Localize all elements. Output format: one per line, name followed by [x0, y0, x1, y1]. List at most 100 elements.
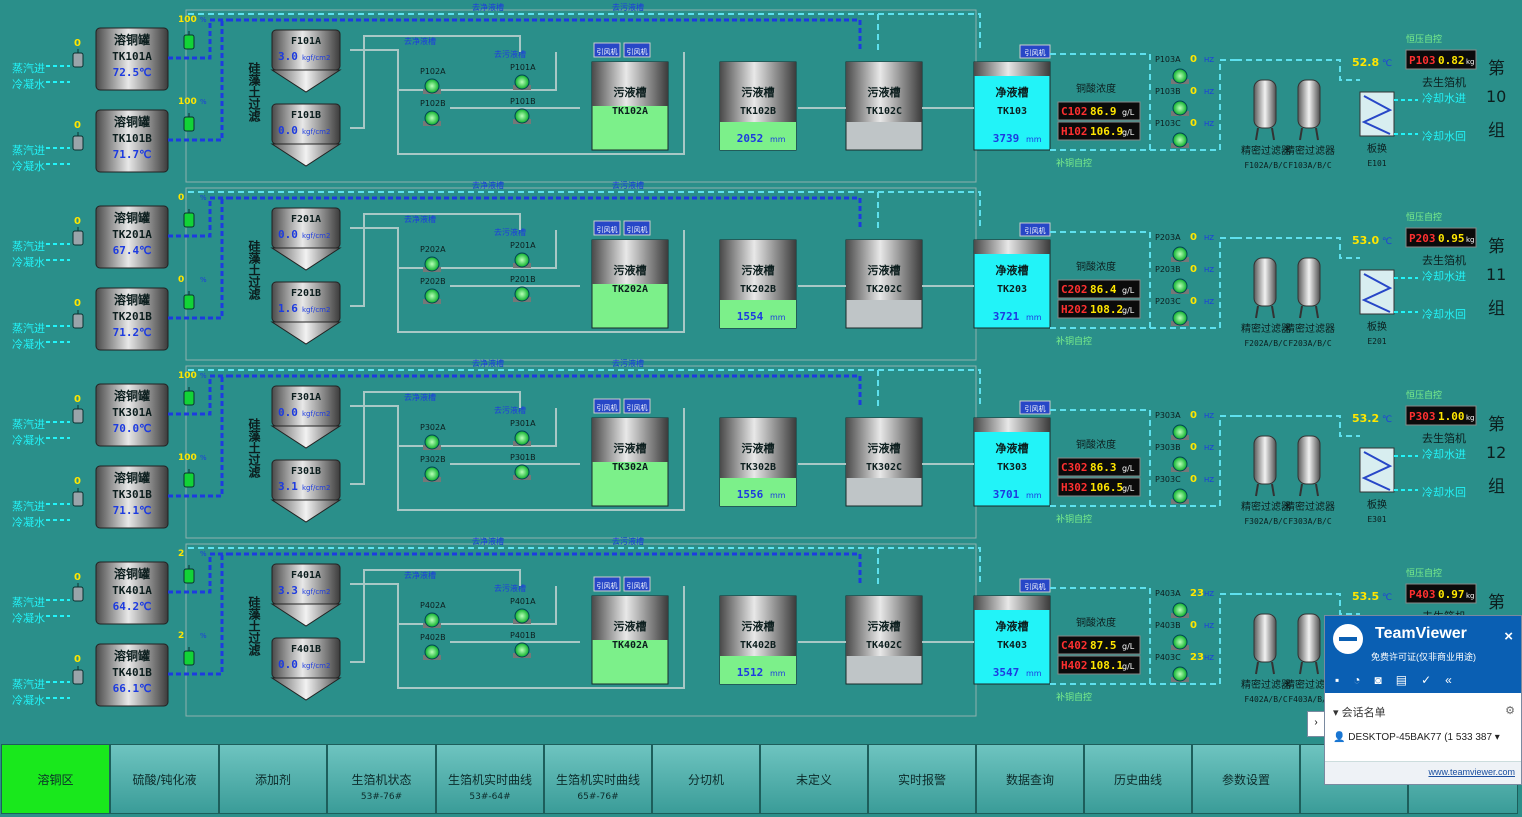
nav-button-8[interactable]: 未定义: [760, 744, 868, 814]
precision-filter-2[interactable]: [1297, 435, 1321, 497]
valve-pct-a[interactable]: [183, 209, 195, 228]
steam-valve-b[interactable]: [72, 132, 84, 151]
clean-tank[interactable]: [973, 61, 1051, 151]
precision-filter-1[interactable]: [1253, 613, 1277, 675]
agitator-icon[interactable]: [593, 398, 621, 414]
steam-valve-b[interactable]: [72, 488, 84, 507]
diatomite-filter-b[interactable]: [270, 637, 342, 701]
dirty-tank-c[interactable]: [845, 239, 923, 329]
steam-valve-a[interactable]: [72, 49, 84, 68]
nav-button-9[interactable]: 实时报警: [868, 744, 976, 814]
precision-filter-2[interactable]: [1297, 79, 1321, 141]
pump-P303B[interactable]: [1171, 456, 1189, 472]
precision-filter-1[interactable]: [1253, 435, 1277, 497]
pump-P103C[interactable]: [1171, 132, 1189, 148]
nav-button-12[interactable]: 参数设置: [1192, 744, 1300, 814]
pump-P103A[interactable]: [1171, 68, 1189, 84]
precision-filter-2[interactable]: [1297, 613, 1321, 675]
agitator-icon[interactable]: [1019, 400, 1051, 415]
file-icon[interactable]: ▤: [1395, 673, 1422, 687]
dirty-tank-a[interactable]: [591, 417, 669, 507]
pump-P402A[interactable]: [423, 612, 441, 628]
agitator-icon[interactable]: [593, 220, 621, 236]
nav-button-2[interactable]: 硫酸/钝化液: [110, 744, 219, 814]
nav-button-1[interactable]: 溶铜区: [1, 744, 110, 814]
pump-P203C[interactable]: [1171, 310, 1189, 326]
steam-valve-b[interactable]: [72, 310, 84, 329]
steam-valve-a[interactable]: [72, 583, 84, 602]
headset-icon[interactable]: ◔: [1353, 673, 1375, 687]
diatomite-filter-a[interactable]: [270, 207, 342, 271]
agitator-icon[interactable]: [1019, 222, 1051, 237]
diatomite-filter-a[interactable]: [270, 29, 342, 93]
dirty-tank-c[interactable]: [845, 61, 923, 151]
pin-icon[interactable]: ✓: [1421, 673, 1446, 687]
precision-filter-1[interactable]: [1253, 79, 1277, 141]
pump-P202B[interactable]: [423, 288, 441, 304]
valve-pct-b[interactable]: [183, 113, 195, 132]
agitator-icon[interactable]: [593, 42, 621, 58]
pump-P203B[interactable]: [1171, 278, 1189, 294]
clean-tank[interactable]: [973, 595, 1051, 685]
valve-pct-b[interactable]: [183, 469, 195, 488]
pump-P201A[interactable]: [513, 252, 531, 268]
pump-P302B[interactable]: [423, 466, 441, 482]
plate-exchanger[interactable]: [1359, 269, 1395, 315]
pump-P302A[interactable]: [423, 434, 441, 450]
valve-pct-a[interactable]: [183, 387, 195, 406]
pump-P401B[interactable]: [513, 642, 531, 658]
pump-P403C[interactable]: [1171, 666, 1189, 682]
diatomite-filter-b[interactable]: [270, 103, 342, 167]
nav-button-10[interactable]: 数据查询: [976, 744, 1084, 814]
precision-filter-2[interactable]: [1297, 257, 1321, 319]
pump-P101A[interactable]: [513, 74, 531, 90]
pump-P102B[interactable]: [423, 110, 441, 126]
pump-P303C[interactable]: [1171, 488, 1189, 504]
nav-button-3[interactable]: 添加剂: [219, 744, 327, 814]
valve-pct-b[interactable]: [183, 291, 195, 310]
pump-P303A[interactable]: [1171, 424, 1189, 440]
dirty-tank-b[interactable]: [719, 417, 797, 507]
collapse-icon[interactable]: «: [1445, 673, 1466, 687]
pump-P301B[interactable]: [513, 464, 531, 480]
teamviewer-link[interactable]: www.teamviewer.com: [1428, 767, 1515, 777]
session-device[interactable]: 👤 DESKTOP-45BAK77 (1 533 387 ▾: [1333, 732, 1500, 743]
clean-tank[interactable]: [973, 417, 1051, 507]
pump-P202A[interactable]: [423, 256, 441, 272]
steam-valve-a[interactable]: [72, 227, 84, 246]
chat-icon[interactable]: ◙: [1374, 673, 1396, 687]
plate-exchanger[interactable]: [1359, 447, 1395, 493]
nav-button-7[interactable]: 分切机: [652, 744, 760, 814]
video-icon[interactable]: ▪: [1335, 673, 1354, 687]
diatomite-filter-b[interactable]: [270, 459, 342, 523]
valve-pct-a[interactable]: [183, 31, 195, 50]
dirty-tank-a[interactable]: [591, 595, 669, 685]
dirty-tank-b[interactable]: [719, 61, 797, 151]
agitator-icon[interactable]: [1019, 44, 1051, 59]
pump-P401A[interactable]: [513, 608, 531, 624]
dirty-tank-c[interactable]: [845, 417, 923, 507]
agitator-icon[interactable]: [623, 42, 651, 58]
pump-P103B[interactable]: [1171, 100, 1189, 116]
agitator-icon[interactable]: [623, 576, 651, 592]
chevron-right-icon[interactable]: ›: [1307, 711, 1325, 737]
diatomite-filter-b[interactable]: [270, 281, 342, 345]
agitator-icon[interactable]: [593, 576, 621, 592]
gear-icon[interactable]: ⚙: [1505, 705, 1515, 717]
dirty-tank-c[interactable]: [845, 595, 923, 685]
precision-filter-1[interactable]: [1253, 257, 1277, 319]
pump-P402B[interactable]: [423, 644, 441, 660]
dirty-tank-b[interactable]: [719, 595, 797, 685]
steam-valve-b[interactable]: [72, 666, 84, 685]
valve-pct-a[interactable]: [183, 565, 195, 584]
pump-P102A[interactable]: [423, 78, 441, 94]
agitator-icon[interactable]: [623, 398, 651, 414]
valve-pct-b[interactable]: [183, 647, 195, 666]
agitator-icon[interactable]: [1019, 578, 1051, 593]
pump-P403B[interactable]: [1171, 634, 1189, 650]
pump-P301A[interactable]: [513, 430, 531, 446]
pump-P203A[interactable]: [1171, 246, 1189, 262]
